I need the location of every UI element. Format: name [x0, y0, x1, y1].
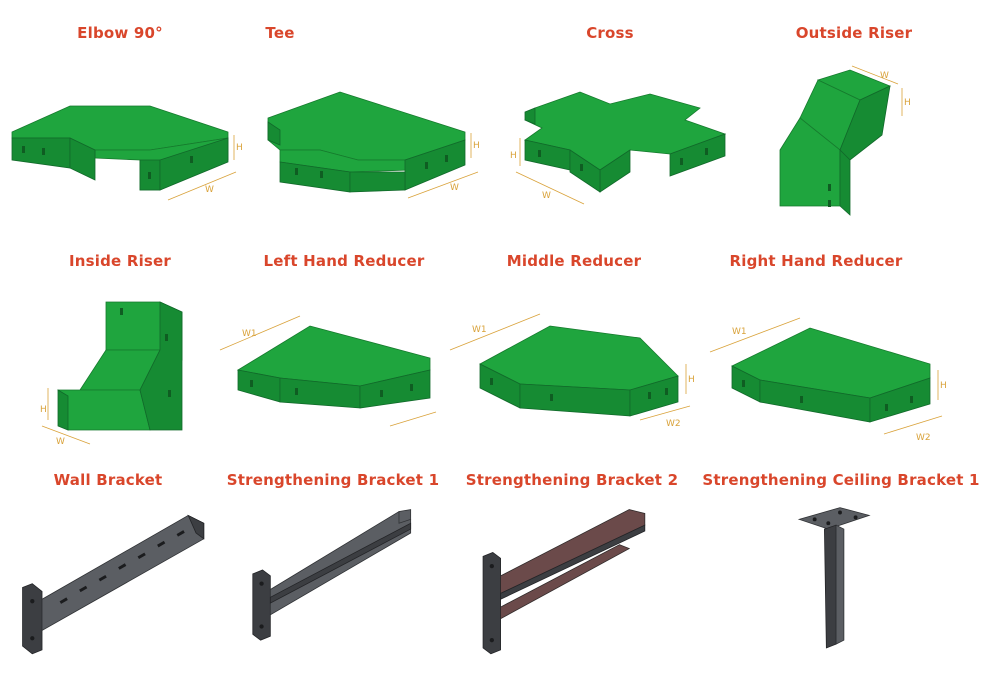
- outside-riser-illustration: W H: [779, 65, 911, 216]
- cross-illustration: H W: [510, 91, 727, 205]
- dim-label-h: H: [940, 381, 947, 391]
- item-title: Strengthening Bracket 2: [465, 471, 679, 489]
- item-right-hand-reducer: Right Hand Reducer W1 H W2: [709, 230, 960, 455]
- item-title: Tee: [265, 24, 295, 42]
- strengthening-ceiling-bracket-1-illustration: [797, 507, 871, 649]
- dim-label-w1: W1: [472, 325, 487, 335]
- dim-label-w2: W2: [916, 433, 931, 443]
- strengthening-bracket-1-illustration: [252, 509, 412, 641]
- item-tee: Tee H W: [240, 0, 480, 230]
- item-inside-riser: Inside Riser H W: [0, 230, 240, 455]
- item-title: Left Hand Reducer: [263, 252, 425, 270]
- dim-label-w1: W1: [242, 329, 257, 339]
- item-middle-reducer: Middle Reducer W1 H W2: [449, 230, 720, 455]
- dim-label-w: W: [880, 71, 889, 81]
- dim-label-h: H: [473, 141, 480, 151]
- item-title: Outside Riser: [795, 24, 913, 42]
- item-title: Elbow 90°: [77, 24, 163, 42]
- item-title: Cross: [586, 24, 634, 42]
- item-strengthening-bracket-1: Strengthening Bracket 1: [227, 455, 480, 691]
- item-strengthening-bracket-2: Strengthening Bracket 2: [466, 455, 720, 691]
- item-title: Strengthening Ceiling Bracket 1: [702, 471, 980, 489]
- item-strengthening-ceiling-bracket-1: Strengthening Ceiling Bracket 1: [702, 455, 979, 691]
- item-left-hand-reducer: Left Hand Reducer W1: [219, 230, 480, 455]
- wall-bracket-illustration: [22, 514, 205, 655]
- dim-label-h: H: [904, 98, 911, 108]
- item-title: Strengthening Bracket 1: [226, 471, 440, 489]
- elbow-90-illustration: H W: [11, 105, 243, 201]
- dim-label-w: W: [450, 183, 459, 193]
- item-wall-bracket: Wall Bracket: [0, 455, 240, 691]
- middle-reducer-illustration: W1 H W2: [449, 313, 695, 429]
- dim-label-h: H: [688, 375, 695, 385]
- dim-label-w: W: [542, 191, 551, 201]
- item-cross: Cross H W: [480, 0, 727, 230]
- dim-label-w: W: [56, 437, 65, 447]
- item-title: Right Hand Reducer: [729, 252, 903, 270]
- dim-label-h: H: [510, 151, 517, 161]
- item-elbow-90: Elbow 90° H W: [0, 0, 243, 230]
- item-title: Middle Reducer: [506, 252, 642, 270]
- dim-label-w: W: [205, 185, 214, 195]
- tee-illustration: H W: [267, 91, 480, 199]
- item-outside-riser: Outside Riser W H: [720, 0, 960, 230]
- dim-label-w2: W2: [666, 419, 681, 429]
- item-title: Wall Bracket: [53, 471, 163, 489]
- item-title: Inside Riser: [68, 252, 172, 270]
- inside-riser-illustration: H W: [40, 301, 183, 447]
- right-hand-reducer-illustration: W1 H W2: [709, 317, 947, 443]
- left-hand-reducer-illustration: W1: [219, 315, 437, 427]
- dim-label-h: H: [40, 405, 47, 415]
- dim-label-h: H: [236, 143, 243, 153]
- strengthening-bracket-2-illustration: [482, 509, 646, 655]
- dim-label-w1: W1: [732, 327, 747, 337]
